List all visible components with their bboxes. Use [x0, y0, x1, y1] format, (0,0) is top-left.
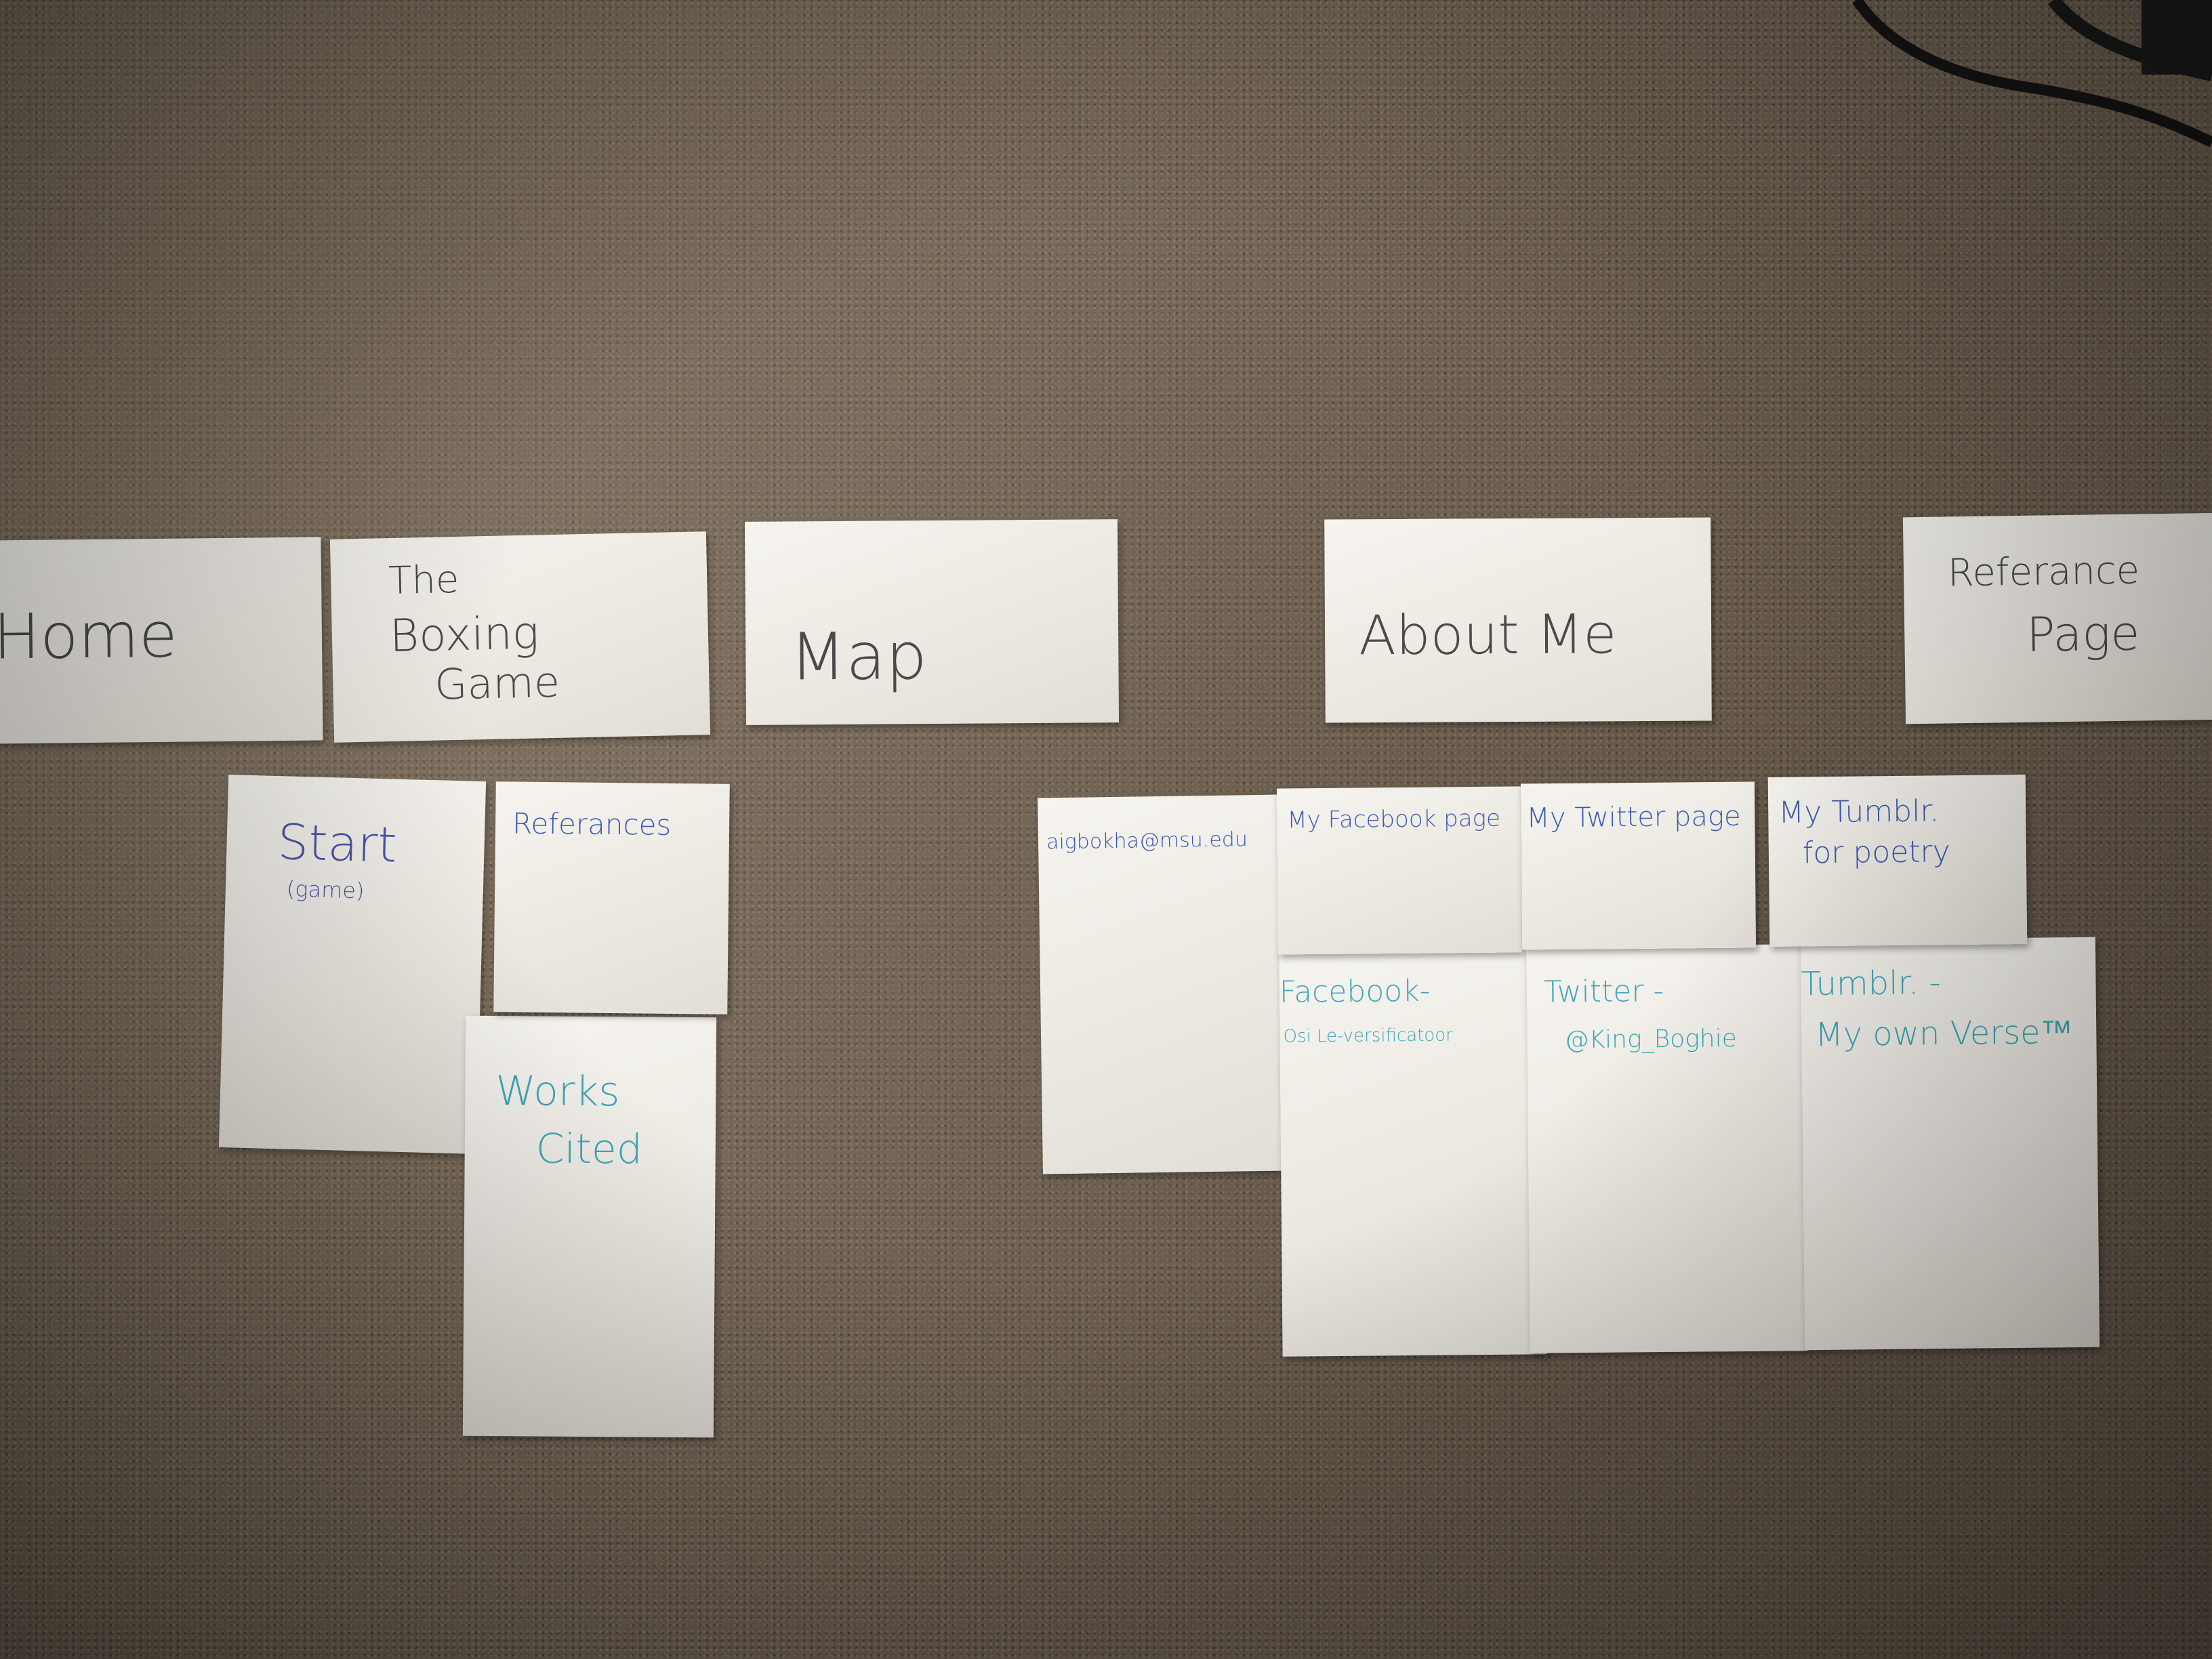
card-facebook-value-line2: Osi Le-versificatoor	[1283, 1025, 1453, 1047]
card-home: Home	[0, 537, 323, 744]
card-start-label: Start	[276, 813, 398, 874]
card-facebook-title: My Facebook page	[1276, 786, 1523, 955]
card-email-label: aigbokha@msu.edu	[1046, 827, 1248, 855]
card-facebook-value: Facebook- Osi Le-versificatoor	[1279, 947, 1547, 1357]
card-boxing-game: The Boxing Game	[329, 531, 711, 743]
card-tumblr-value: Tumblr. - My own Verse™	[1800, 937, 2100, 1351]
cable-wire	[1852, 0, 2212, 148]
card-works-line2: Cited	[535, 1125, 643, 1174]
card-about-me: About Me	[1324, 517, 1712, 723]
card-twitter-value: Twitter - @King_Boghie	[1526, 944, 1808, 1353]
card-tumblr-value-line2: My own Verse™	[1815, 1013, 2073, 1054]
card-twitter-value-line2: @King_Boghie	[1564, 1025, 1737, 1054]
card-tumblr-title-line2: for poetry	[1802, 834, 1950, 871]
card-reference-line1: Referance	[1947, 548, 2140, 596]
card-twitter-title: My Twitter page	[1520, 781, 1757, 950]
card-email: aigbokha@msu.edu	[1038, 794, 1287, 1174]
card-facebook-title-label: My Facebook page	[1287, 804, 1501, 834]
card-map: Map	[744, 519, 1120, 725]
card-boxing-line3: Game	[434, 657, 560, 710]
card-tumblr-title-line1: My Tumblr.	[1778, 794, 1940, 830]
card-home-label: Home	[0, 598, 178, 674]
card-works-cited: Works Cited	[462, 1015, 717, 1438]
card-start-game: Start (game)	[218, 775, 487, 1154]
card-tumblr-title: My Tumblr. for poetry	[1767, 775, 2028, 947]
card-start-sub: (game)	[286, 876, 365, 904]
card-reference-page: Referance Page	[1902, 512, 2212, 724]
card-twitter-value-line1: Twitter -	[1543, 974, 1664, 1010]
card-tumblr-value-line1: Tumblr. -	[1801, 964, 1941, 1004]
card-reference-line2: Page	[2026, 605, 2140, 663]
card-about-me-label: About Me	[1358, 602, 1617, 668]
card-boxing-line1: The	[388, 557, 460, 604]
card-boxing-line2: Boxing	[389, 607, 540, 663]
card-works-line1: Works	[495, 1067, 620, 1116]
card-twitter-title-label: My Twitter page	[1526, 800, 1741, 834]
card-references: Referances	[493, 781, 730, 1015]
card-references-label: Referances	[512, 806, 672, 842]
card-map-label: Map	[789, 618, 928, 695]
card-facebook-value-line1: Facebook-	[1279, 973, 1431, 1010]
